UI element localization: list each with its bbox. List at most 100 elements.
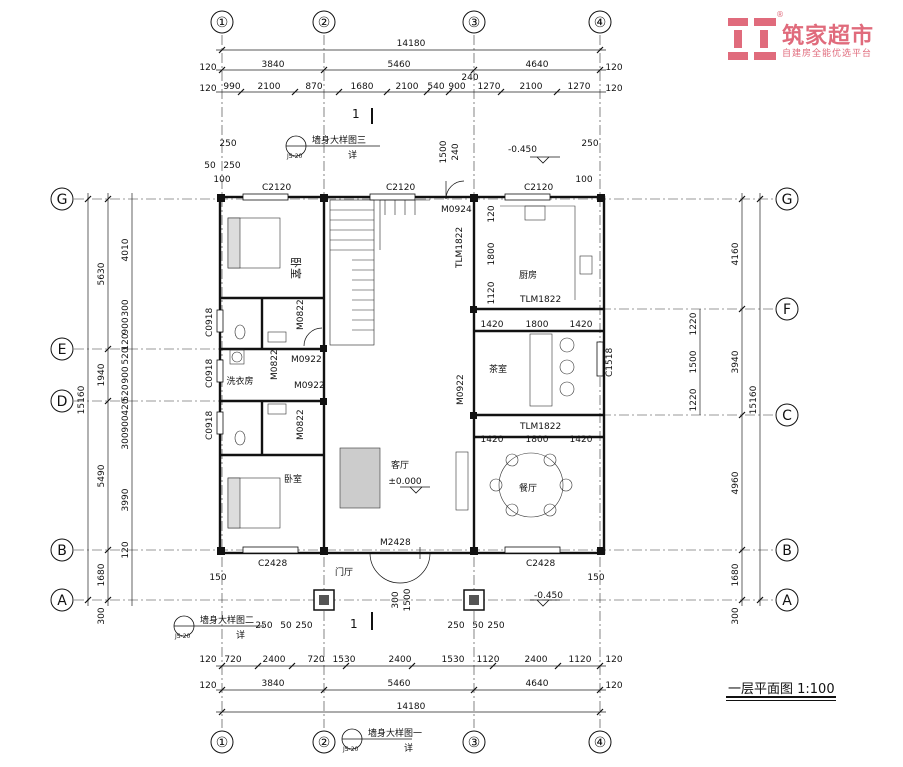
opening-label: TLM1822 xyxy=(519,295,561,305)
dim-text: 1220 xyxy=(689,388,699,411)
dim-text: 540 xyxy=(427,82,444,92)
registered-mark: ® xyxy=(776,10,784,19)
drawing-title: 一层平面图 1:100 xyxy=(728,682,835,697)
dim-text: 300 xyxy=(121,432,131,449)
opening-label: M0822 xyxy=(296,409,306,440)
axis-x-label: ④ xyxy=(594,735,607,751)
dim-text: 900 xyxy=(121,415,131,432)
dim-text: 4640 xyxy=(526,679,549,689)
dim-text: 2400 xyxy=(389,655,412,665)
opening-label: C0918 xyxy=(205,359,215,388)
opening-label: C2120 xyxy=(386,183,415,193)
dim-text: 520 xyxy=(121,347,131,364)
axis-y-label: B xyxy=(57,543,67,559)
opening-label: TLM1822 xyxy=(455,227,465,269)
dim-text: 990 xyxy=(223,82,240,92)
dim-text: 3990 xyxy=(121,488,131,511)
dim-text: 720 xyxy=(307,655,324,665)
dim-text: 50 xyxy=(280,621,292,631)
dimension-ticks xyxy=(84,46,764,716)
dim-text: 2100 xyxy=(258,82,281,92)
dim-text: 100 xyxy=(213,175,230,185)
opening-labels: C2120 C2120 C2120 M0924 TLM1822 TLM1822 … xyxy=(205,183,615,569)
dim-text: 1420 xyxy=(570,320,593,330)
dim-text: 300 xyxy=(97,607,107,624)
axis-y-label: F xyxy=(783,302,791,318)
room-label: 餐厅 xyxy=(519,482,537,494)
detail-label: 墙身大样图一 xyxy=(368,727,422,739)
dim-text: 1220 xyxy=(689,312,699,335)
dim-text: 1420 xyxy=(481,320,504,330)
dim-text: 240 xyxy=(451,143,461,160)
logo-text: 筑家超市 xyxy=(782,24,875,49)
dim-text: 150 xyxy=(209,573,226,583)
columns xyxy=(217,194,605,555)
axis-y-label: A xyxy=(57,593,67,609)
dim-text: 900 xyxy=(448,82,465,92)
dim-text: 3840 xyxy=(262,679,285,689)
stairs xyxy=(329,199,430,346)
room-label: 卧室 xyxy=(284,473,302,485)
level-text: -0.450 xyxy=(534,591,563,601)
opening-label: C0918 xyxy=(205,411,215,440)
axis-x-label: ① xyxy=(216,15,229,31)
dim-text: 720 xyxy=(224,655,241,665)
opening-label: M0924 xyxy=(441,205,472,215)
dim-text: 120 xyxy=(199,84,216,94)
axis-x-label: ② xyxy=(318,735,331,751)
dim-text: 120 xyxy=(199,655,216,665)
dim-text: 50 xyxy=(204,161,216,171)
dim-text: 2400 xyxy=(263,655,286,665)
dim-text: 1420 xyxy=(481,435,504,445)
dim-text: 1500 xyxy=(689,350,699,373)
dim-text: 250 xyxy=(581,139,598,149)
dim-text: 3940 xyxy=(731,350,741,373)
porch-column-cores xyxy=(319,595,479,605)
room-label: 厨房 xyxy=(519,269,537,281)
dim-text: 4960 xyxy=(731,471,741,494)
dim-text: 3840 xyxy=(262,60,285,70)
dim-text: 5460 xyxy=(388,60,411,70)
dim-text: 1270 xyxy=(478,82,501,92)
detail-label: 墙身大样图三 xyxy=(312,134,366,146)
dim-text: 1420 xyxy=(570,435,593,445)
section-label: 1 xyxy=(352,107,360,121)
axis-x-label: ③ xyxy=(468,15,481,31)
dim-text: 300 xyxy=(731,607,741,624)
dim-text: 5490 xyxy=(97,464,107,487)
windows xyxy=(216,193,604,554)
bottom-dimensions: 120 120 720 2400 720 1530 2400 1530 1120… xyxy=(199,655,622,712)
dim-text: 120 xyxy=(121,541,131,558)
axis-y-label: C xyxy=(782,408,792,424)
axis-x-label: ① xyxy=(216,735,229,751)
dim-text: 100 xyxy=(575,175,592,185)
dim-text: 1940 xyxy=(97,363,107,386)
dim-text: 1120 xyxy=(569,655,592,665)
detail-sheet: JS-20 xyxy=(286,153,303,160)
opening-label: C1518 xyxy=(605,348,615,377)
opening-label: TLM1822 xyxy=(519,422,561,432)
furniture xyxy=(227,205,593,529)
axis-x-label: ② xyxy=(318,15,331,31)
dim-text: 2400 xyxy=(525,655,548,665)
dim-text: 300 xyxy=(121,299,131,316)
dim-text: 120 xyxy=(121,333,131,350)
opening-label: M2428 xyxy=(380,538,411,548)
dim-text: 1530 xyxy=(442,655,465,665)
axis-bubbles xyxy=(50,10,799,754)
opening-label: M0922 xyxy=(456,374,466,405)
dim-text: 4160 xyxy=(731,242,741,265)
dim-text: 120 xyxy=(605,63,622,73)
logo-subtitle: 自建房全能优选平台 xyxy=(782,49,873,59)
detail-label: 墙身大样图二 xyxy=(200,614,254,626)
title-underline-thin xyxy=(726,700,836,701)
dim-text: 1270 xyxy=(568,82,591,92)
dim-text: 250 xyxy=(487,621,504,631)
dim-text: 14180 xyxy=(397,702,426,712)
dim-text: 50 xyxy=(472,621,484,631)
detail-sheet: JS-20 xyxy=(174,633,191,640)
detail-sheet: JS-20 xyxy=(342,746,359,753)
logo-icon xyxy=(728,18,776,60)
opening-label: M0822 xyxy=(270,349,280,380)
